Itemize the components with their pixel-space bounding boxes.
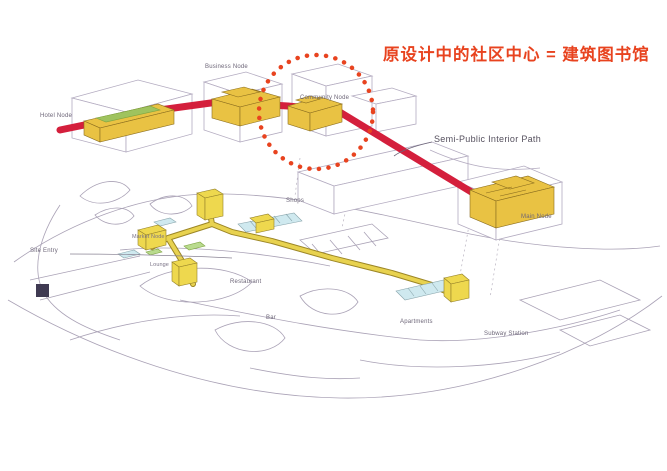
highlight-circle (256, 52, 376, 172)
leader-lines (69, 141, 541, 259)
site-plan-linework (7, 181, 663, 399)
ground-buildings (117, 188, 470, 303)
upper-yellow-nodes (83, 86, 555, 229)
site-entry-block (36, 284, 49, 297)
annotation-title: 原设计中的社区中心 = 建筑图书馆 (383, 46, 650, 64)
